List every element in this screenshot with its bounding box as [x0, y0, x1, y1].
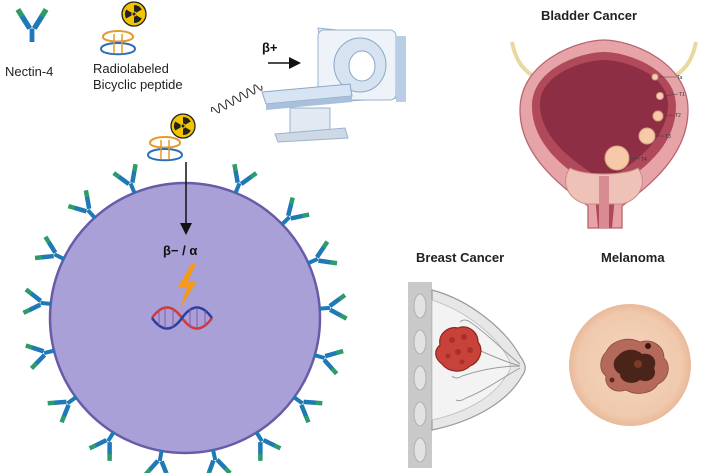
- melanoma-illustration: [569, 304, 691, 426]
- gamma-wave: [210, 84, 263, 114]
- lightning-icon: [178, 264, 197, 309]
- peptide-icon: [100, 30, 136, 56]
- tumor-cell: [48, 181, 322, 455]
- breast-illustration: [408, 282, 526, 468]
- antibody-icon: [317, 293, 348, 323]
- therapy-emission-label: β− / α: [163, 243, 197, 258]
- bound-radiation-icon: [170, 113, 196, 139]
- peptide-label-line2: Bicyclic peptide: [93, 77, 183, 92]
- stage-label-t2: T2: [675, 113, 681, 119]
- antibody-icon: [22, 287, 54, 318]
- bladder-illustration: [510, 39, 698, 229]
- dna-icon: [150, 306, 214, 330]
- legend: Nectin-4 Radiolabeled Bicyclic peptide: [5, 1, 183, 92]
- melanoma-title: Melanoma: [601, 250, 665, 265]
- stage-label-t4: T4: [641, 157, 647, 163]
- bound-peptide-icon: [147, 136, 183, 162]
- stage-label-t3: T3: [665, 134, 671, 140]
- bladder-title: Bladder Cancer: [541, 8, 637, 23]
- stage-label-t1: T1: [679, 92, 685, 98]
- stage-label-ta: Ta: [677, 75, 683, 81]
- pet-scanner: [261, 27, 406, 143]
- antibody-icon: [15, 7, 49, 42]
- imaging-emission-label: β+: [262, 40, 278, 55]
- peptide-label-line1: Radiolabeled: [93, 61, 169, 76]
- antibody-label: Nectin-4: [5, 64, 53, 79]
- breast-title: Breast Cancer: [416, 250, 504, 265]
- radiation-icon: [121, 1, 147, 27]
